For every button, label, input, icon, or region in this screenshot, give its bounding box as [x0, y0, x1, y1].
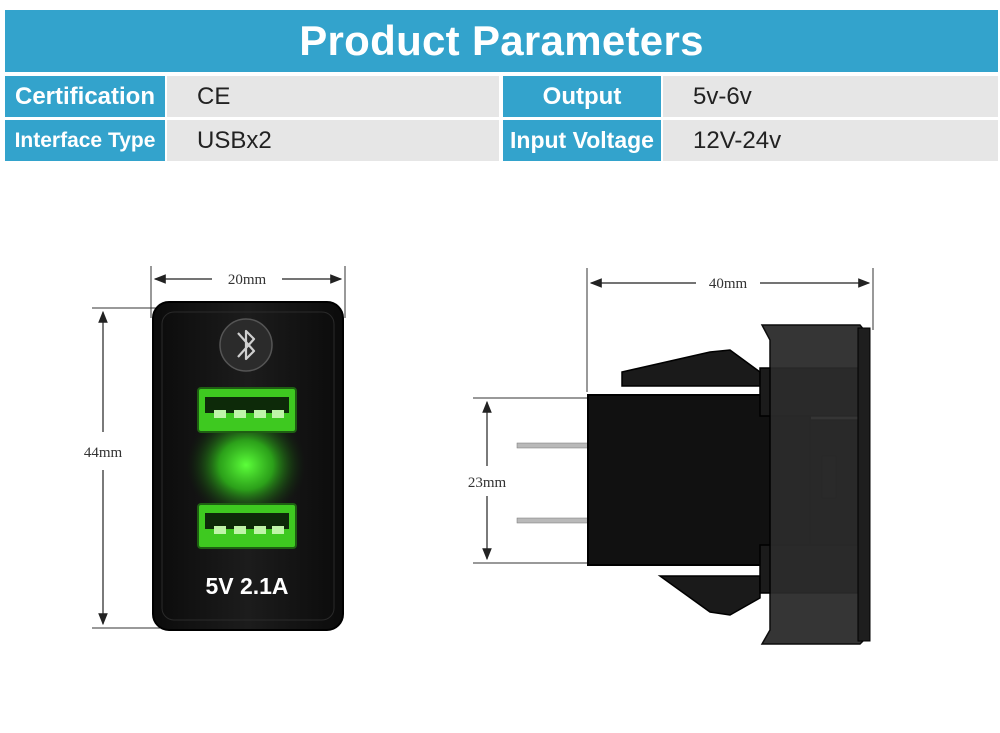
- side-height-label: 23mm: [468, 475, 507, 491]
- header-banner: Product Parameters: [5, 10, 998, 72]
- spec-value-output: 5v-6v: [663, 76, 998, 117]
- front-width-dimension: 20mm: [150, 266, 346, 318]
- usb-port-icon: [197, 503, 297, 549]
- side-width-label: 40mm: [709, 276, 748, 292]
- top-clip: [621, 349, 761, 387]
- side-view: 40mm 23mm: [468, 268, 874, 645]
- front-height-label: 44mm: [84, 445, 123, 461]
- usb-port-icon: [197, 387, 297, 433]
- bluetooth-icon: [219, 318, 273, 372]
- spec-label-certification: Certification: [5, 76, 165, 117]
- spec-label-input-voltage: Input Voltage: [503, 120, 661, 161]
- spec-value-interface-type: USBx2: [167, 120, 499, 161]
- spec-label-output: Output: [503, 76, 661, 117]
- bottom-clip: [657, 575, 761, 616]
- side-height-dimension: 23mm: [468, 397, 588, 564]
- side-width-dimension: 40mm: [586, 268, 874, 392]
- led-glow: [186, 410, 306, 520]
- connector-pin: [516, 442, 590, 449]
- spec-label-interface-type: Interface Type: [5, 120, 165, 161]
- spec-value-input-voltage: 12V-24v: [663, 120, 998, 161]
- connector-pin: [516, 517, 590, 524]
- face-plate: [760, 324, 869, 645]
- page-title: Product Parameters: [299, 17, 704, 64]
- spec-value-certification: CE: [167, 76, 499, 117]
- front-width-label: 20mm: [228, 272, 267, 288]
- front-view: 20mm 44mm: [84, 266, 346, 631]
- rating-label: 5V 2.1A: [205, 573, 288, 599]
